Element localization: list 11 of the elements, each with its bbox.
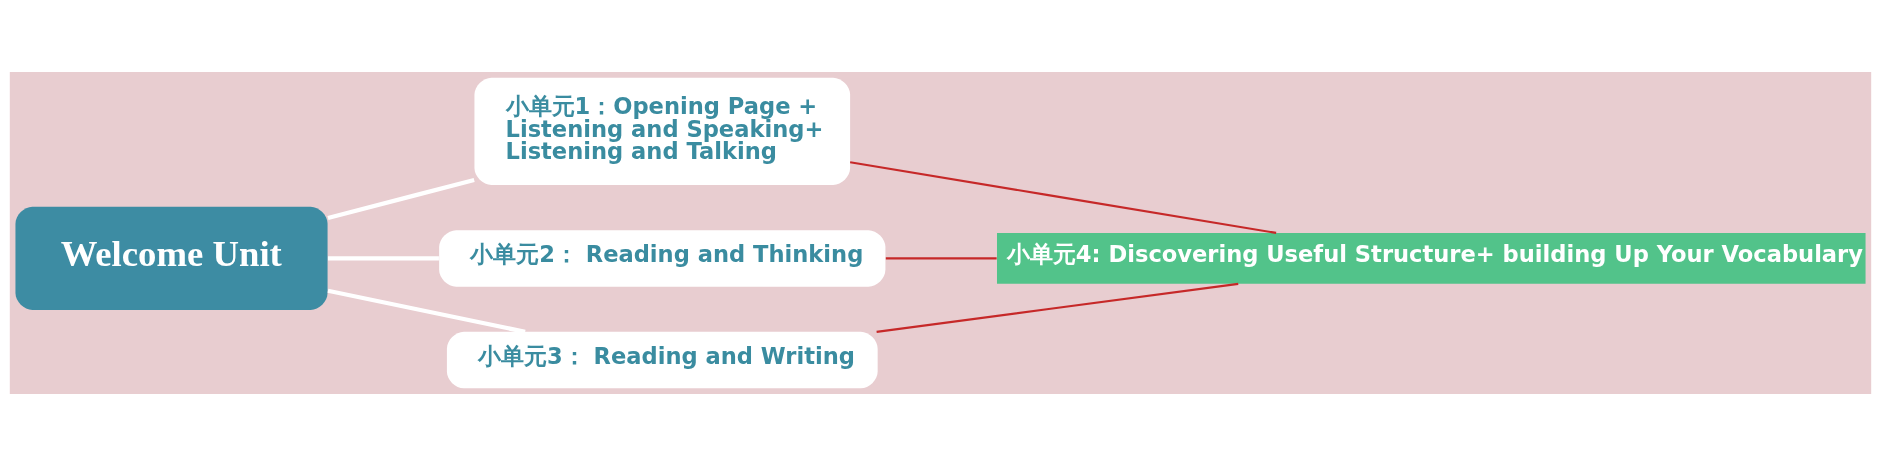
- connector: [327, 288, 526, 334]
- node-box: 小单元2： Reading and Thinking: [439, 230, 886, 287]
- connector: [327, 177, 475, 221]
- node-box: Welcome Unit: [15, 206, 328, 310]
- connector: [849, 161, 1277, 234]
- node-box: 小单元4: Discovering Useful Structure+ building Up Your Vocabulary: [997, 233, 1866, 284]
- node-box: 小单元1：Opening Page + Listening and Speaking+ Listening and Talking: [474, 77, 851, 185]
- connector: [885, 257, 997, 260]
- connector: [328, 256, 439, 261]
- node-box: 小单元3： Reading and Writing: [446, 331, 878, 389]
- connector: [876, 282, 1239, 333]
